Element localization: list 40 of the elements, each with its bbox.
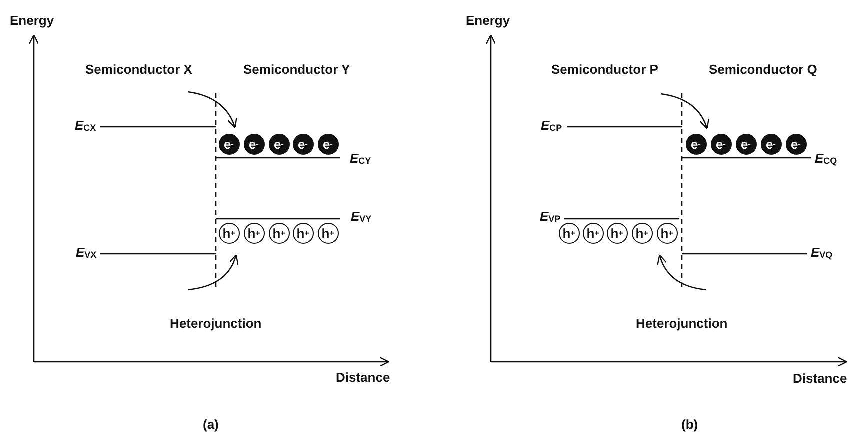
junction-label: Heterojunction [636, 316, 728, 330]
electron-circle: e$^{-}$ [786, 134, 806, 154]
hole-circle: h$^{+}$ [218, 222, 240, 244]
region-label: Semiconductor Y [244, 62, 350, 76]
hole-circle: h$^{+}$ [268, 222, 290, 244]
axis-title: Distance [793, 370, 848, 386]
electron-circle: e$^{-}$ [268, 134, 290, 154]
energy-level-label: E$_{VY}$ [351, 209, 372, 226]
energy-level-label: E$_{CQ}$ [815, 151, 838, 168]
electron-circle: e$^{-}$ [218, 134, 240, 154]
hole-circle: h$^{+}$ [632, 222, 652, 244]
region-label: Semiconductor X [86, 62, 192, 76]
energy-level-label: E$_{VQ}$ [811, 245, 833, 262]
hole-circle: h$^{+}$ [244, 222, 264, 244]
electron-circle: e$^{-}$ [760, 134, 782, 154]
electron-circle: e$^{-}$ [292, 134, 314, 154]
hole-circle: h$^{+}$ [318, 222, 338, 244]
electron-circle: e$^{-}$ [686, 134, 706, 154]
energy-level-label: E$_{CX}$ [75, 118, 96, 135]
hole-circle: h$^{+}$ [656, 222, 678, 244]
region-label: Semiconductor Q [709, 62, 818, 76]
electron-circle: e$^{-}$ [318, 134, 338, 154]
electron-circle: e$^{-}$ [710, 134, 732, 154]
energy-level-label: E$_{VP}$ [540, 209, 561, 226]
axis-title: Energy [466, 12, 510, 28]
hole-circle: h$^{+}$ [558, 222, 580, 244]
junction-label: Heterojunction [170, 316, 262, 330]
energy-level-label: E$_{CP}$ [541, 118, 562, 135]
hole-circle: h$^{+}$ [292, 222, 314, 244]
axis-title: Energy [10, 12, 54, 28]
hole-circle: h$^{+}$ [606, 222, 628, 244]
panel-label: (b) [682, 416, 698, 432]
energy-level-label: E$_{VX}$ [76, 245, 97, 262]
hole-circle: h$^{+}$ [582, 222, 604, 244]
electron-circle: e$^{-}$ [244, 134, 264, 154]
energy-level-label: E$_{CY}$ [350, 151, 372, 168]
region-label: Semiconductor P [552, 62, 658, 76]
panel-label: (a) [203, 416, 219, 432]
electron-circle: e$^{-}$ [736, 134, 756, 154]
axis-title: Distance [336, 370, 390, 384]
